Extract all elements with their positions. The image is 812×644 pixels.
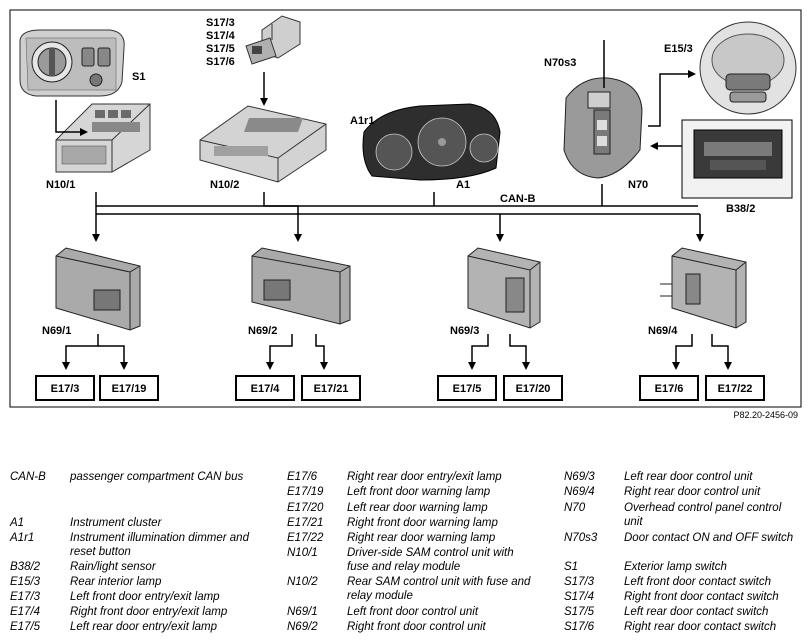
door-contact-switch-illustration (245, 15, 301, 65)
legend-entry: A1r1 Instrument illumination dimmer and … (10, 532, 249, 558)
svg-text:E17/3: E17/3 (51, 383, 80, 395)
svg-text:E17/5: E17/5 (453, 383, 482, 395)
legend-entry: N10/1 Driver-side SAM control unit with … (287, 547, 514, 573)
door-control-unit-n69-1 (55, 247, 141, 331)
legend-entry: N10/2 Rear SAM control unit with fuse an… (287, 576, 531, 602)
svg-text:E17/22: E17/22 (718, 383, 753, 395)
overhead-control-panel-illustration (563, 77, 643, 179)
svg-text:E17/20: E17/20 (516, 383, 551, 395)
rear-sam-illustration (199, 105, 327, 183)
lamp-box-e17-22: E17/22 (705, 375, 765, 401)
label-n10-1: N10/1 (46, 179, 75, 191)
label-n69-3: N69/3 (450, 325, 479, 337)
label-n70s3: N70s3 (544, 57, 576, 69)
legend-entry: N70 Overhead control panel control unit (564, 502, 782, 528)
label-s17-6: S17/6 (206, 56, 235, 68)
lamp-box-e17-21: E17/21 (301, 375, 361, 401)
label-s17-5: S17/5 (206, 43, 235, 55)
label-n70: N70 (628, 179, 648, 191)
door-control-unit-n69-2 (251, 247, 351, 325)
legend-entry: CAN-B passenger compartment CAN bus (10, 471, 244, 483)
label-b38-2: B38/2 (726, 203, 755, 215)
door-control-unit-n69-4 (660, 247, 747, 329)
can-b-bus (92, 184, 704, 242)
label-s17-3: S17/3 (206, 17, 235, 29)
label-n69-4: N69/4 (648, 325, 678, 337)
instrument-cluster-illustration (362, 103, 501, 181)
lamp-box-e17-20: E17/20 (503, 375, 563, 401)
label-s17-4: S17/4 (206, 30, 236, 42)
svg-text:E17/4: E17/4 (251, 383, 281, 395)
svg-text:E17/19: E17/19 (112, 383, 147, 395)
label-e15-3: E15/3 (664, 43, 693, 55)
label-n69-1: N69/1 (42, 325, 71, 337)
exterior-lamp-switch-illustration (19, 29, 125, 97)
legend: CAN-B passenger compartment CAN bus A1 I… (0, 466, 812, 644)
svg-text:E17/21: E17/21 (314, 383, 349, 395)
wiring-diagram: S1 N10/1 S17/3 S17/4 S17/5 S17/6 N10/2 (9, 9, 802, 420)
label-n10-2: N10/2 (210, 179, 239, 191)
rear-interior-lamp-illustration (699, 21, 797, 115)
label-s1: S1 (132, 71, 145, 83)
label-n69-2: N69/2 (248, 325, 277, 337)
lamp-branch-arrows (62, 334, 732, 370)
rain-light-sensor-illustration (681, 119, 793, 199)
lamp-box-e17-19: E17/19 (99, 375, 159, 401)
door-control-unit-n69-3 (467, 247, 541, 329)
connector-arrows (55, 40, 696, 150)
svg-text:E17/6: E17/6 (655, 383, 684, 395)
lamp-box-e17-4: E17/4 (235, 375, 295, 401)
lamp-box-e17-5: E17/5 (437, 375, 497, 401)
diagram-frame (9, 9, 802, 408)
label-can-b: CAN-B (500, 193, 535, 205)
label-a1r1: A1r1 (350, 115, 374, 127)
figure-reference: P82.20-2456-09 (733, 410, 798, 420)
lamp-box-e17-3: E17/3 (35, 375, 95, 401)
lamp-box-e17-6: E17/6 (639, 375, 699, 401)
legend-entry: N70s3 Door contact ON and OFF switch (564, 532, 794, 544)
label-a1: A1 (456, 179, 470, 191)
driver-sam-illustration (55, 103, 151, 173)
